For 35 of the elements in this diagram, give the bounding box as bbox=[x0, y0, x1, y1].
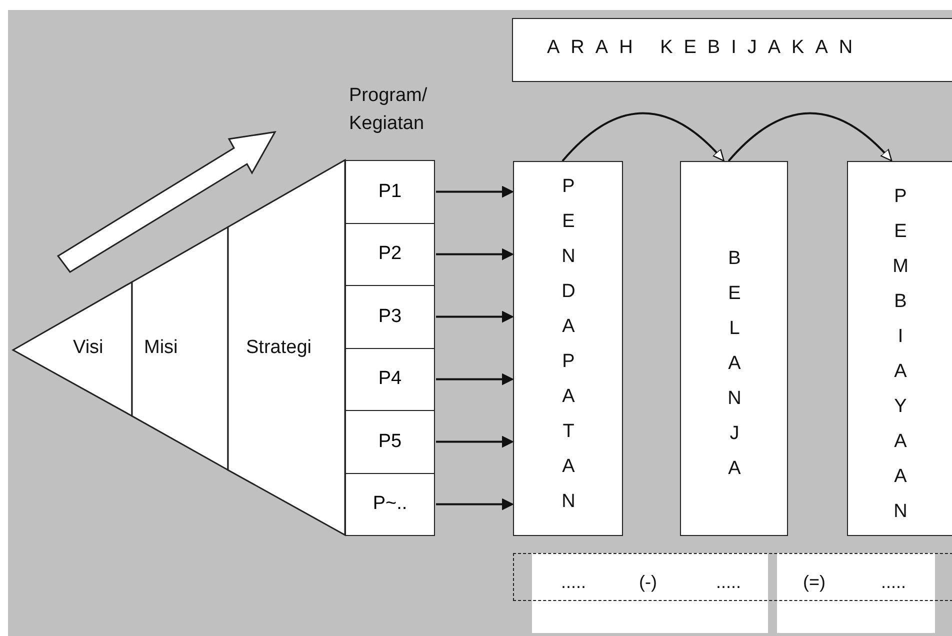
triangle-segment bbox=[13, 281, 133, 417]
arrow bbox=[436, 186, 514, 198]
vertical-label: PEMBIAYAAN bbox=[889, 186, 911, 536]
arrow bbox=[436, 436, 514, 448]
trapezoid-segment bbox=[228, 159, 346, 536]
vertical-label: BELANJA bbox=[723, 248, 745, 493]
category-box bbox=[847, 161, 952, 536]
heading-label: ARAH KEBIJAKAN bbox=[547, 37, 864, 59]
arrow bbox=[436, 498, 514, 510]
arrow bbox=[436, 310, 514, 323]
curved-arrow bbox=[728, 112, 892, 162]
formula-term: (-) bbox=[639, 572, 657, 593]
segment-label: Visi bbox=[73, 337, 104, 359]
category-box bbox=[680, 161, 788, 536]
arrow bbox=[436, 248, 514, 260]
vertical-label: PENDAPATAN bbox=[557, 176, 579, 526]
segment-label: Strategi bbox=[246, 337, 312, 359]
program-box: P2 bbox=[345, 222, 435, 286]
program-box: P3 bbox=[345, 285, 435, 348]
column-heading: Program/ Kegiatan bbox=[349, 84, 428, 136]
program-box: P4 bbox=[345, 348, 435, 411]
arrow bbox=[436, 373, 514, 386]
trapezoid-segment bbox=[132, 226, 229, 471]
segment-label: Misi bbox=[144, 337, 178, 359]
program-box: P~.. bbox=[345, 472, 435, 536]
program-box: P5 bbox=[345, 410, 435, 474]
curved-arrow bbox=[562, 112, 724, 162]
formula-term: ..... bbox=[881, 572, 906, 593]
category-box bbox=[513, 161, 623, 536]
formula-term: ..... bbox=[716, 572, 742, 593]
formula-box bbox=[513, 553, 952, 601]
formula-term: ..... bbox=[561, 572, 586, 593]
program-box: P1 bbox=[345, 160, 435, 224]
heading-box bbox=[512, 18, 952, 82]
formula-term: (=) bbox=[803, 572, 826, 593]
